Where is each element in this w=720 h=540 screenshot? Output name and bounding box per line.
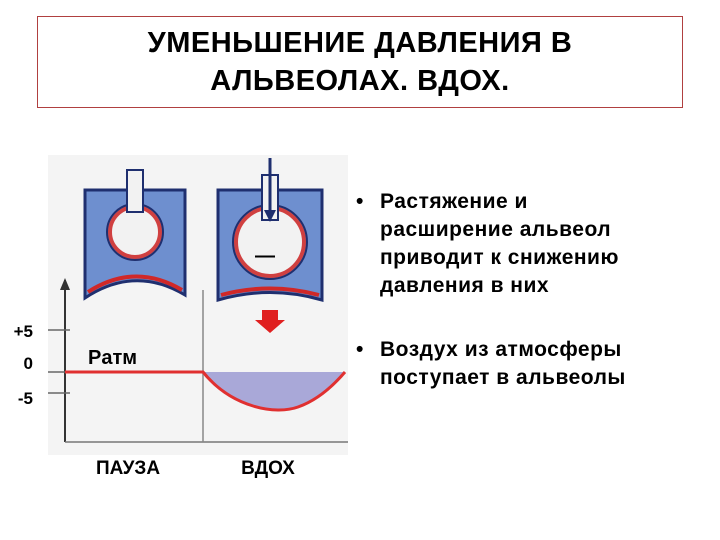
diaphragm-inhale bbox=[220, 286, 320, 297]
bullet-1-line-1: Растяжение и bbox=[380, 190, 528, 213]
bullet-item-2: • Воздух из атмосферы поступает в альвео… bbox=[350, 336, 710, 392]
phase-label-inhale: ВДОХ bbox=[241, 458, 295, 479]
slide-title-line-2: АЛЬВЕОЛАХ. ВДОХ. bbox=[210, 65, 510, 97]
inhale-arrow-icon bbox=[255, 310, 285, 333]
airway-pause bbox=[126, 169, 144, 213]
phase-label-pause: ПАУЗА bbox=[96, 458, 160, 479]
pressure-curve bbox=[65, 370, 347, 412]
airway-pointer-head bbox=[264, 210, 276, 222]
y-tick-label-plus: +5 bbox=[14, 322, 33, 341]
title-box: УМЕНЬШЕНИЕ ДАВЛЕНИЯ В АЛЬВЕОЛАХ. ВДОХ. bbox=[37, 16, 683, 108]
alveolus-model-pause bbox=[83, 169, 187, 301]
atmospheric-pressure-label: Pатм bbox=[88, 347, 137, 369]
bullet-dot-icon: • bbox=[356, 338, 364, 361]
bullet-dot-icon: • bbox=[356, 190, 364, 213]
y-tick-label-zero: 0 bbox=[24, 354, 33, 373]
bullet-1-line-3: приводит к снижению bbox=[380, 246, 619, 269]
y-tick-label-minus: -5 bbox=[18, 389, 33, 408]
diaphragm-pause bbox=[86, 274, 184, 294]
bullet-1-line-4: давления в них bbox=[380, 274, 550, 297]
bullet-list: • Растяжение и расширение альвеол привод… bbox=[350, 188, 710, 428]
pressure-diagram: — +5 0 -5 Pатм ПАУЗА ВДОХ bbox=[0, 150, 360, 480]
negative-pressure-sign: — bbox=[255, 245, 275, 267]
pressure-diagram-svg: — +5 0 -5 Pатм ПАУЗА ВДОХ bbox=[14, 155, 348, 479]
slide-title-line-1: УМЕНЬШЕНИЕ ДАВЛЕНИЯ В bbox=[147, 27, 573, 59]
bullet-1-line-2: расширение альвеол bbox=[380, 218, 612, 241]
bullet-item-1: • Растяжение и расширение альвеол привод… bbox=[350, 188, 710, 300]
bullet-2-line-2: поступает в альвеолы bbox=[380, 366, 626, 389]
alveolus-model-inhale: — bbox=[216, 158, 324, 302]
alveolus-pause bbox=[108, 205, 162, 259]
y-axis-arrow-icon bbox=[60, 278, 70, 290]
bullet-2-line-1: Воздух из атмосферы bbox=[380, 338, 622, 361]
